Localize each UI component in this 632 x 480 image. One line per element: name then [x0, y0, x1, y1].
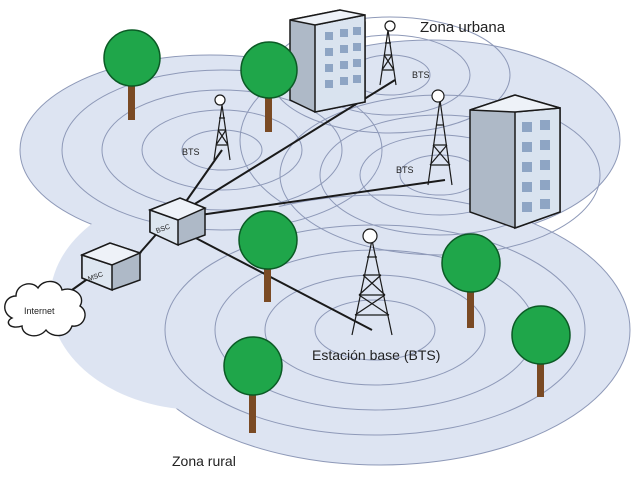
- tree-icon: [240, 41, 298, 132]
- bts-label-right: BTS: [396, 165, 414, 175]
- rural-zone-label: Zona rural: [172, 453, 236, 469]
- urban-zone-label: Zona urbana: [420, 19, 506, 36]
- building-icon: [289, 9, 366, 113]
- coverage-rings: [61, 16, 601, 436]
- controller-box-icon: [79, 197, 207, 292]
- tree-icon: [223, 336, 283, 433]
- tree-icon: [103, 29, 161, 120]
- tree-icon: [441, 233, 501, 328]
- bsc-label: BSC: [155, 224, 171, 236]
- base-station-label: Estación base (BTS): [312, 347, 440, 363]
- internet-label: Internet: [24, 306, 55, 316]
- building-icon: [469, 94, 561, 230]
- cloud-icon: [4, 280, 86, 337]
- tree-icon: [238, 210, 298, 302]
- tree-icon: [511, 305, 571, 397]
- tower-icon: [213, 20, 453, 336]
- msc-label: MSC: [87, 271, 104, 283]
- bts-label-left: BTS: [182, 147, 200, 157]
- bts-label-top-right: BTS: [412, 70, 430, 80]
